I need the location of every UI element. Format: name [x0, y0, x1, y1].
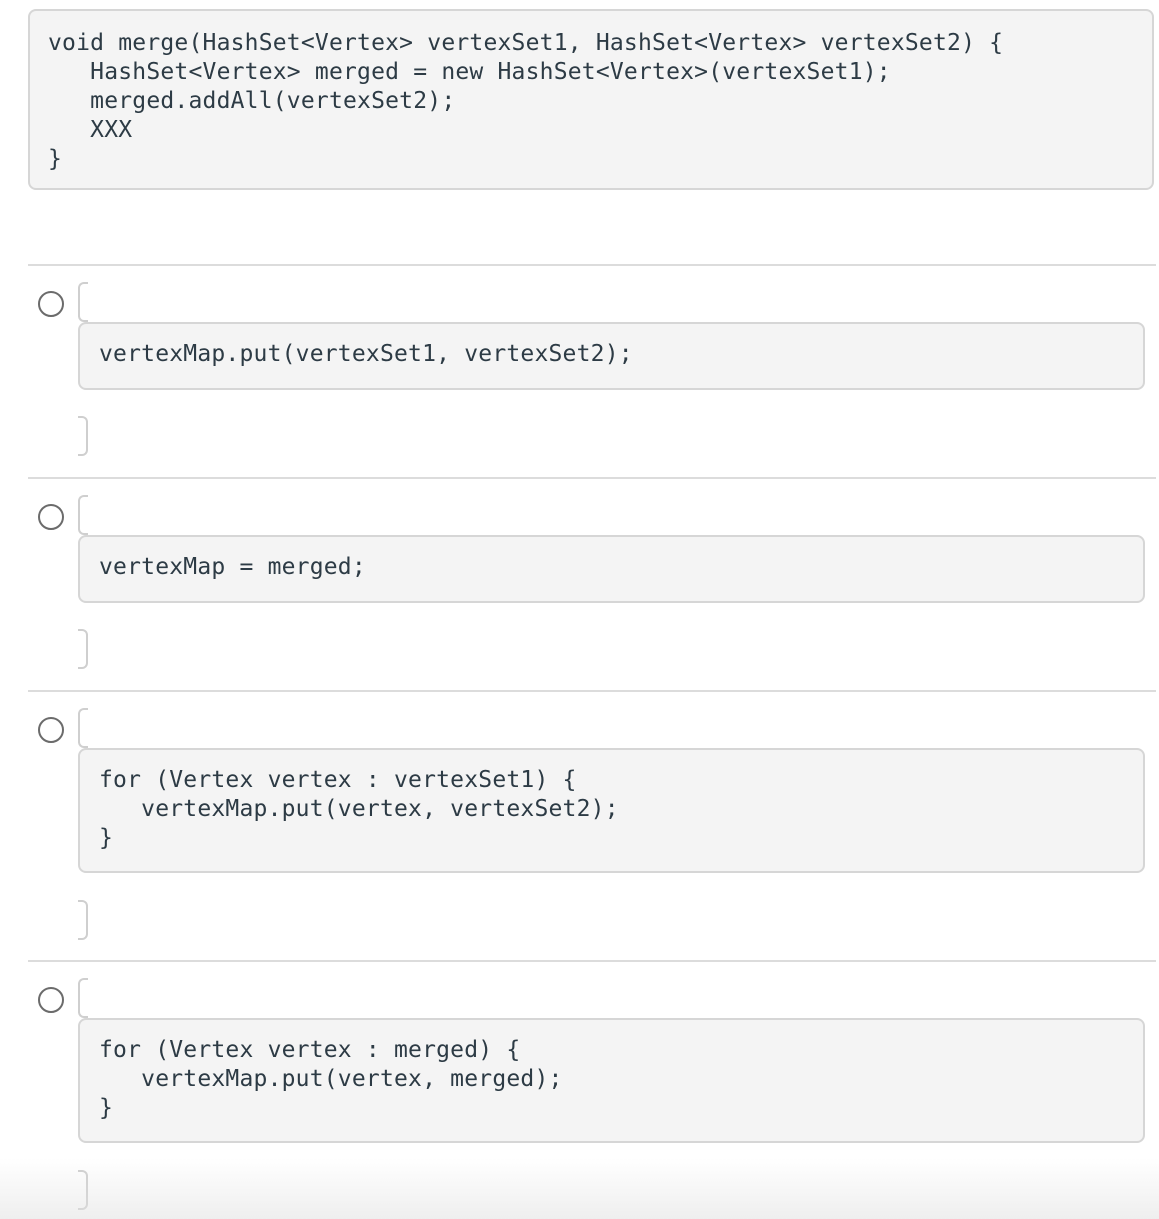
- code-line: for (Vertex vertex : vertexSet1) {: [99, 767, 577, 793]
- answer-code-block-4: for (Vertex vertex : merged) { vertexMap…: [78, 1018, 1145, 1143]
- answer-option-4[interactable]: for (Vertex vertex : merged) { vertexMap…: [0, 962, 1159, 1219]
- close-bracket-icon: [78, 416, 88, 456]
- answer-code-block-3: for (Vertex vertex : vertexSet1) { verte…: [78, 748, 1145, 873]
- answer-option-1[interactable]: vertexMap.put(vertexSet1, vertexSet2);: [0, 266, 1159, 477]
- code-line: HashSet<Vertex> merged = new HashSet<Ver…: [48, 59, 891, 85]
- close-bracket-icon: [78, 900, 88, 940]
- answer-code-lines: for (Vertex vertex : merged) { vertexMap…: [99, 1036, 563, 1123]
- code-line: }: [99, 1095, 114, 1121]
- answer-code-lines: vertexMap.put(vertexSet1, vertexSet2);: [99, 340, 633, 369]
- answer-option-3[interactable]: for (Vertex vertex : vertexSet1) { verte…: [0, 692, 1159, 960]
- code-line: }: [99, 825, 114, 851]
- code-line: vertexMap.put(vertex, vertexSet2);: [99, 796, 619, 822]
- question-code-block: void merge(HashSet<Vertex> vertexSet1, H…: [28, 9, 1154, 190]
- answer-divider: [28, 690, 1156, 692]
- answer-code-lines: vertexMap = merged;: [99, 553, 366, 582]
- code-line: vertexMap.put(vertex, merged);: [99, 1066, 563, 1092]
- open-bracket-icon: [78, 978, 88, 1018]
- code-line: void merge(HashSet<Vertex> vertexSet1, H…: [48, 30, 1004, 56]
- open-bracket-icon: [78, 282, 88, 322]
- code-line: }: [48, 146, 63, 172]
- open-bracket-icon: [78, 495, 88, 535]
- answer-code-block-2: vertexMap = merged;: [78, 535, 1145, 603]
- close-bracket-icon: [78, 1170, 88, 1210]
- answer-radio-1[interactable]: [38, 291, 64, 317]
- code-line: for (Vertex vertex : merged) {: [99, 1037, 521, 1063]
- question-code-lines: void merge(HashSet<Vertex> vertexSet1, H…: [48, 29, 1003, 174]
- answer-code-block-1: vertexMap.put(vertexSet1, vertexSet2);: [78, 322, 1145, 390]
- answer-divider: [28, 960, 1156, 962]
- answer-divider: [28, 264, 1156, 266]
- answer-code-lines: for (Vertex vertex : vertexSet1) { verte…: [99, 766, 619, 853]
- code-line: vertexMap = merged;: [99, 554, 366, 580]
- close-bracket-icon: [78, 629, 88, 669]
- open-bracket-icon: [78, 708, 88, 748]
- code-line: merged.addAll(vertexSet2);: [48, 88, 456, 114]
- code-line: XXX: [48, 117, 133, 143]
- answer-radio-4[interactable]: [38, 987, 64, 1013]
- answer-radio-3[interactable]: [38, 717, 64, 743]
- code-line: vertexMap.put(vertexSet1, vertexSet2);: [99, 341, 633, 367]
- answer-radio-2[interactable]: [38, 504, 64, 530]
- answer-divider: [28, 477, 1156, 479]
- answer-option-2[interactable]: vertexMap = merged;: [0, 479, 1159, 690]
